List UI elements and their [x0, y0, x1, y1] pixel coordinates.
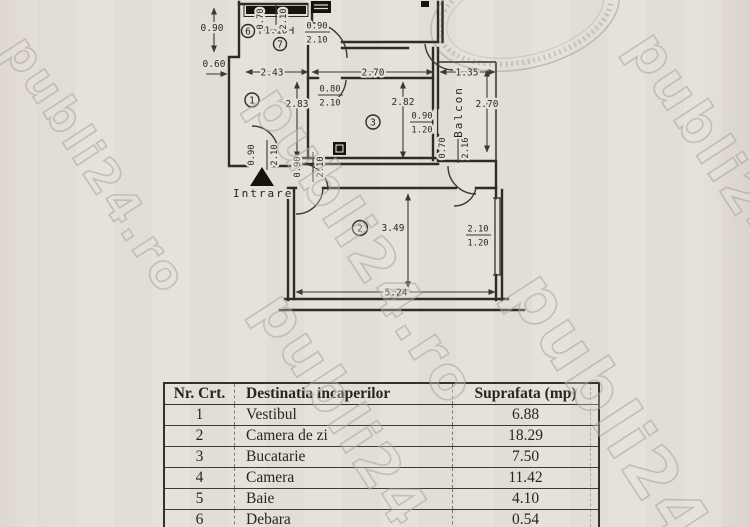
scan-artifact-line	[590, 382, 591, 527]
dim-label: 1.10	[265, 26, 288, 37]
watermark-text: publi24.ro	[614, 19, 750, 342]
watermark-text: publi24.ro	[0, 25, 200, 304]
row-area: 0.54	[452, 509, 599, 527]
table-row: 2 Camera de zi 18.29	[163, 425, 599, 447]
room-number: 2	[357, 224, 363, 235]
dimension-lines	[206, 4, 496, 295]
row-name: Camera	[234, 467, 453, 489]
row-name: Vestibul	[234, 404, 453, 426]
dim-label: 2.70	[362, 68, 385, 79]
room-number: 6	[245, 27, 251, 38]
room-number: 7	[277, 40, 283, 51]
dim-label: 2.70	[476, 99, 499, 110]
windows	[431, 108, 503, 276]
dim-label: 0.90	[201, 23, 224, 34]
row-area: 7.50	[452, 446, 599, 468]
door-size-label: 2.10	[270, 144, 280, 165]
row-name: Camera de zi	[234, 425, 453, 447]
door-size-label: 2.10	[461, 137, 471, 158]
official-stamp	[430, 0, 620, 73]
table-row: 6 Debara 0.54	[163, 509, 599, 527]
row-nr: 5	[163, 488, 235, 510]
door-size-label: 0.90	[293, 156, 303, 177]
door-size-label: 2.10	[319, 99, 340, 109]
column-header-name: Destinatia incaperilor	[234, 382, 453, 405]
row-area: 18.29	[452, 425, 599, 447]
bath-fixture-icon	[311, 1, 331, 13]
door-size-label: 2.10	[316, 156, 326, 177]
column-header-area: Suprafata (mp)	[452, 382, 599, 405]
dim-label: 1.35	[456, 68, 479, 79]
row-area: 6.88	[452, 404, 599, 426]
row-nr: 2	[163, 425, 235, 447]
room-number: 3	[370, 118, 376, 129]
door-size-label: 2.10	[306, 36, 327, 46]
row-nr: 4	[163, 467, 235, 489]
window-size-label: 1.20	[467, 239, 488, 249]
door-size-label: 0.80	[319, 85, 340, 95]
table-header-row: Nr. Crt. Destinatia incaperilor Suprafat…	[163, 382, 599, 405]
door-size-label: 2.10	[279, 8, 289, 29]
row-nr: 6	[163, 509, 235, 527]
door-size-label: 0.70	[256, 8, 266, 29]
table-row: 3 Bucatarie 7.50	[163, 446, 599, 468]
room-areas-table: Nr. Crt. Destinatia incaperilor Suprafat…	[163, 382, 600, 527]
door-size-label: 0.90	[247, 144, 257, 165]
door-size-label: 0.90	[306, 22, 327, 32]
row-nr: 3	[163, 446, 235, 468]
row-name: Bucatarie	[234, 446, 453, 468]
door-size-label: 0.70	[438, 137, 448, 158]
entrance-label: Intrare	[233, 187, 293, 200]
dim-label: 2.82	[392, 97, 415, 108]
floor-plan-drawing: 2.43 2.70 1.35 2.83 2.82 3.49 5.24 2.70 …	[198, 0, 526, 312]
table-row: 5 Baie 4.10	[163, 488, 599, 510]
table-row: 4 Camera 11.42	[163, 467, 599, 489]
room-numbers: 1 2 3 6 7	[240, 23, 381, 237]
entrance-arrow-icon	[250, 167, 274, 186]
dimension-labels: 2.43 2.70 1.35 2.83 2.82 3.49 5.24 2.70 …	[198, 6, 501, 301]
room-number: 1	[249, 96, 255, 107]
column-header-nr: Nr. Crt.	[163, 382, 235, 405]
dim-label: 3.49	[382, 223, 405, 234]
row-name: Baie	[234, 488, 453, 510]
kitchen-fixture-icon	[333, 142, 346, 155]
table-row: 1 Vestibul 6.88	[163, 404, 599, 426]
dim-label: 2.43	[261, 68, 284, 79]
row-area: 4.10	[452, 488, 599, 510]
window-size-label: 0.90	[411, 112, 432, 122]
window-size-label: 2.10	[467, 225, 488, 235]
row-area: 11.42	[452, 467, 599, 489]
dim-label: 2.83	[286, 99, 309, 110]
row-name: Debara	[234, 509, 453, 527]
window-size-label: 1.20	[411, 126, 432, 136]
row-nr: 1	[163, 404, 235, 426]
dim-label: 5.24	[385, 288, 408, 299]
walls	[227, 0, 526, 312]
balcony-label: Balcon	[452, 86, 465, 138]
dim-label: 0.60	[203, 59, 226, 70]
